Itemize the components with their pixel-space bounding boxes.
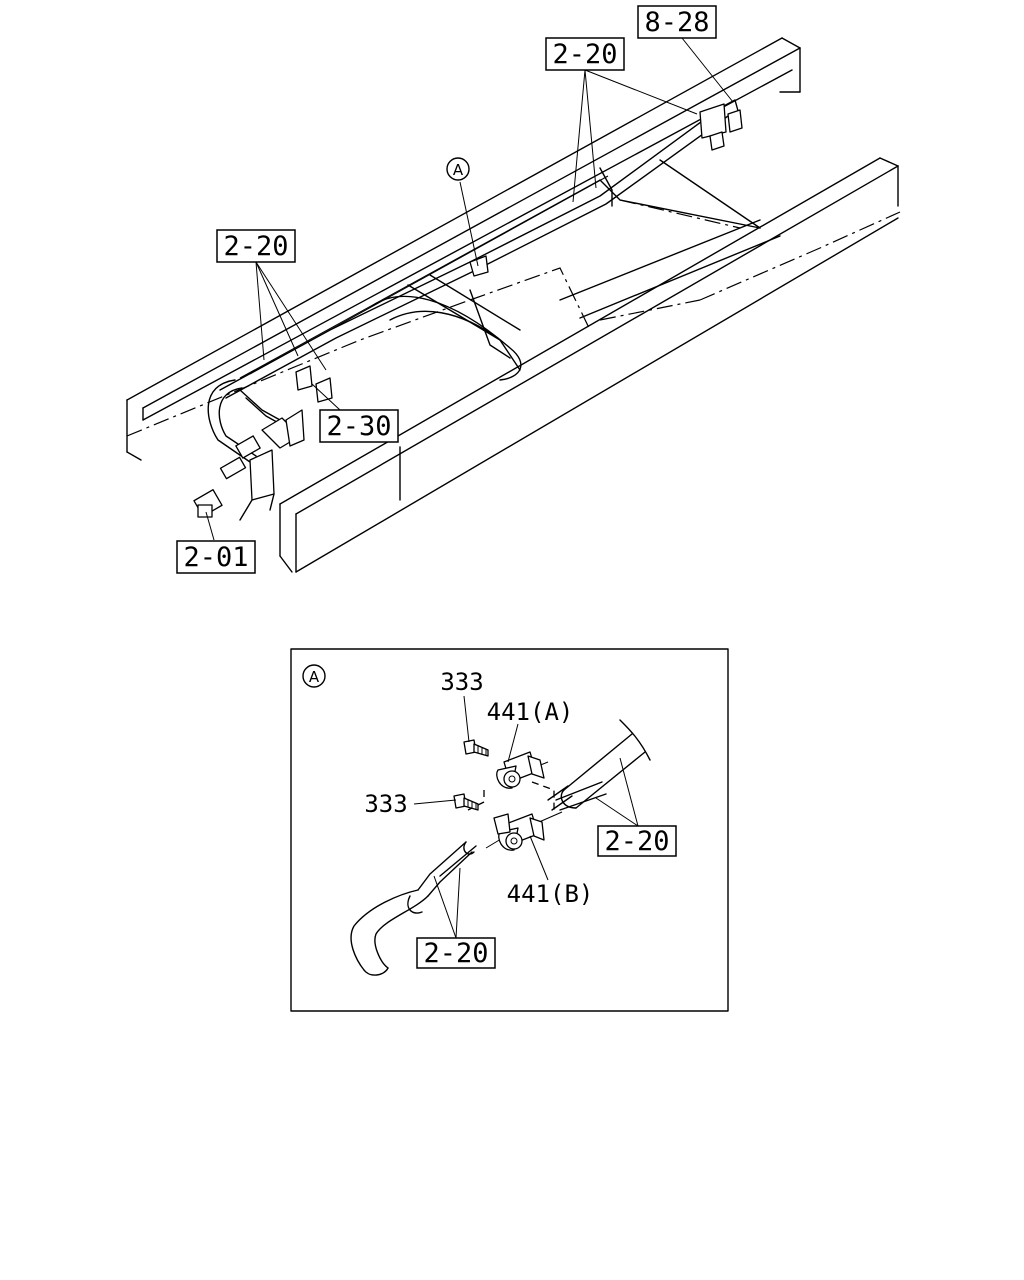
ref-2-20-top-label: 2-20 <box>552 39 617 70</box>
leader-lines <box>205 37 734 541</box>
chassis-frame <box>126 37 901 573</box>
ref-8-28: 8-28 <box>637 5 717 39</box>
ref-2-30: 2-30 <box>319 409 399 443</box>
detail-ref-2-20-left-label: 2-20 <box>423 938 488 969</box>
ref-2-30-label: 2-30 <box>326 411 391 442</box>
part-441a: 441(A) <box>487 698 574 726</box>
ref-2-20-left-label: 2-20 <box>223 231 288 262</box>
detail-ref-2-20-right: 2-20 <box>597 825 677 857</box>
part-441b: 441(B) <box>507 880 594 908</box>
ref-2-20-top: 2-20 <box>545 37 625 71</box>
detail-view-marker-label: A <box>309 668 320 686</box>
main-harness <box>207 99 741 463</box>
part-333-lower: 333 <box>364 790 407 818</box>
detail-ref-2-20-right-label: 2-20 <box>604 826 669 857</box>
part-333-upper: 333 <box>440 668 483 696</box>
ref-2-20-left: 2-20 <box>216 229 296 263</box>
ref-2-01: 2-01 <box>176 540 256 574</box>
connector-assembly <box>193 103 743 521</box>
detail-ref-2-20-left: 2-20 <box>416 937 496 969</box>
detail-marker-a-label: A <box>453 161 464 179</box>
detail-view-a: A <box>290 648 729 1012</box>
detail-marker-a: A <box>446 157 470 181</box>
ref-2-01-label: 2-01 <box>183 542 248 573</box>
ref-8-28-label: 8-28 <box>644 7 709 38</box>
